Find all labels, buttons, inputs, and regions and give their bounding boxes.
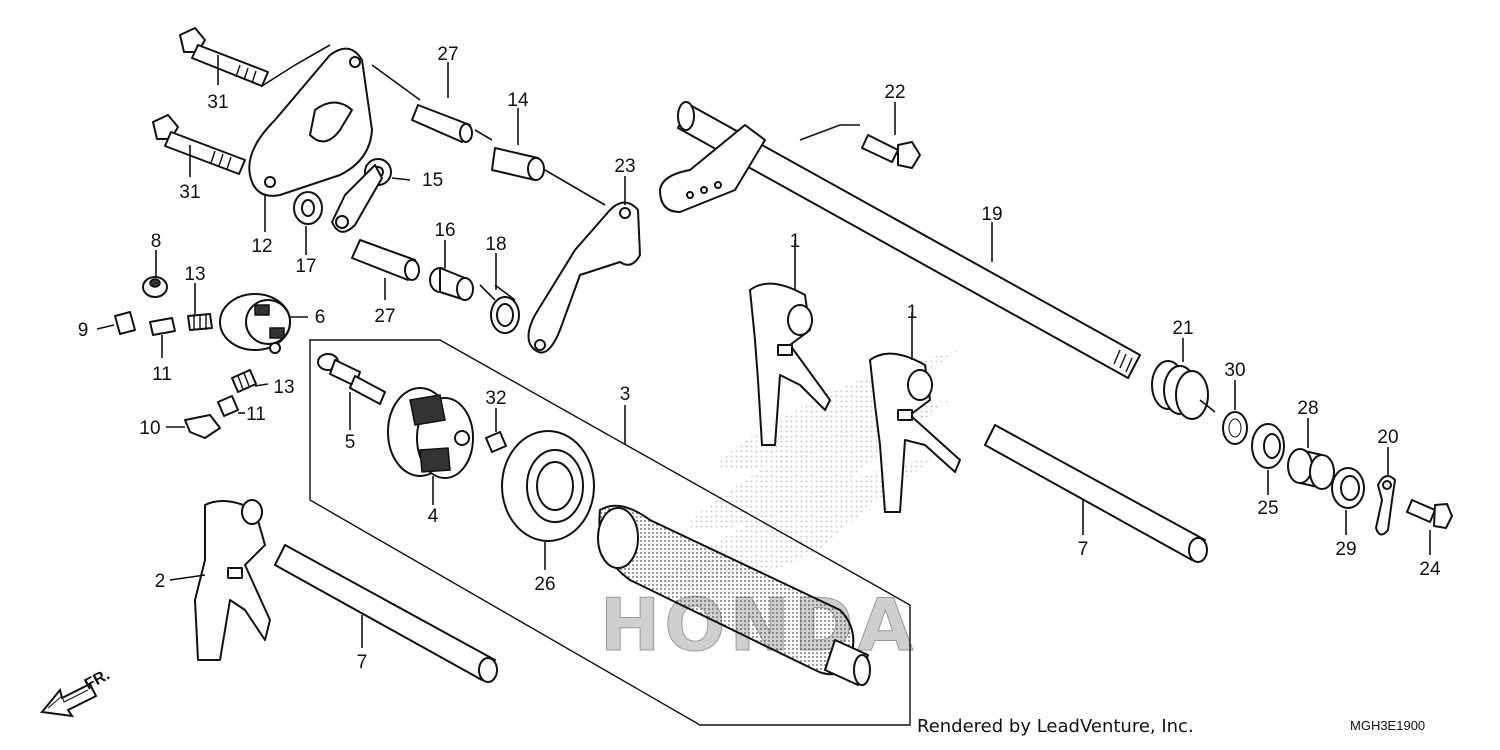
pin-32 bbox=[485, 431, 507, 453]
assembly-outline bbox=[309, 339, 911, 726]
fork-1-right bbox=[869, 352, 961, 513]
render-credit: Rendered by LeadVenture, Inc. bbox=[917, 716, 1194, 737]
label-4: 4 bbox=[428, 506, 439, 527]
shift-drum-3 bbox=[597, 504, 871, 686]
callout-labels: 31 31 27 14 15 12 17 16 18 27 23 8 13 9 … bbox=[78, 44, 1441, 673]
label-13-lower: 13 bbox=[273, 377, 294, 398]
label-28: 28 bbox=[1297, 398, 1318, 419]
label-7-lower: 7 bbox=[357, 652, 368, 673]
front-direction-arrow: FR. bbox=[40, 666, 113, 718]
shaft-7-right bbox=[984, 424, 1208, 563]
spring-13-upper bbox=[187, 313, 213, 331]
collar-16 bbox=[429, 267, 474, 301]
bearing-26 bbox=[501, 430, 595, 542]
spring-21 bbox=[1151, 360, 1216, 420]
bolt-31-upper bbox=[179, 27, 269, 87]
drum-center-6 bbox=[219, 293, 291, 354]
circlip-30 bbox=[1222, 411, 1248, 445]
arm-23 bbox=[527, 201, 641, 354]
label-19: 19 bbox=[981, 204, 1002, 225]
collar-27-lower bbox=[351, 239, 420, 281]
bolt-31-lower bbox=[152, 114, 246, 175]
plate-20 bbox=[1375, 475, 1396, 536]
label-17: 17 bbox=[295, 256, 316, 277]
label-10: 10 bbox=[139, 418, 160, 439]
label-21: 21 bbox=[1172, 318, 1193, 339]
nut-8 bbox=[142, 276, 168, 298]
label-1-left: 1 bbox=[790, 231, 801, 252]
stopper-arm-15 bbox=[331, 158, 392, 233]
label-23: 23 bbox=[614, 156, 635, 177]
label-27-lower: 27 bbox=[374, 306, 395, 327]
label-31-lower: 31 bbox=[179, 182, 200, 203]
label-27-upper: 27 bbox=[437, 44, 458, 65]
label-26: 26 bbox=[534, 574, 555, 595]
shaft-7-lower bbox=[274, 544, 498, 683]
bolt-5 bbox=[317, 353, 386, 405]
leader-lines bbox=[96, 44, 1431, 648]
pin-11-upper bbox=[149, 317, 176, 336]
label-30: 30 bbox=[1224, 360, 1245, 381]
drum-cam-4 bbox=[387, 387, 474, 479]
label-29: 29 bbox=[1335, 539, 1356, 560]
label-9: 9 bbox=[78, 320, 89, 341]
label-11-lower: 11 bbox=[246, 404, 266, 425]
part-9 bbox=[114, 311, 136, 335]
fork-1-left bbox=[749, 282, 831, 446]
pin-11-lower bbox=[217, 395, 239, 417]
diagram-code: MGH3E1900 bbox=[1350, 718, 1425, 733]
label-15: 15 bbox=[422, 170, 443, 191]
collar-27-upper bbox=[411, 104, 473, 143]
label-18: 18 bbox=[485, 234, 506, 255]
bolt-24 bbox=[1406, 499, 1453, 529]
label-16: 16 bbox=[434, 220, 455, 241]
label-5: 5 bbox=[345, 432, 356, 453]
label-2: 2 bbox=[155, 571, 166, 592]
label-8: 8 bbox=[151, 231, 162, 252]
spring-13-lower bbox=[231, 369, 257, 393]
fork-2 bbox=[194, 499, 271, 661]
label-11-upper: 11 bbox=[152, 364, 172, 385]
label-1-right: 1 bbox=[907, 302, 918, 323]
label-6: 6 bbox=[315, 307, 326, 328]
collar-14 bbox=[491, 147, 545, 181]
label-31-upper: 31 bbox=[207, 92, 228, 113]
label-12: 12 bbox=[251, 236, 272, 257]
part-10 bbox=[184, 414, 221, 439]
washer-25 bbox=[1251, 423, 1285, 469]
label-22: 22 bbox=[884, 82, 905, 103]
plate-12 bbox=[248, 47, 373, 197]
spring-18 bbox=[479, 284, 520, 334]
label-20: 20 bbox=[1377, 427, 1398, 448]
oil-seal-29 bbox=[1331, 467, 1365, 509]
label-32: 32 bbox=[485, 388, 506, 409]
label-25: 25 bbox=[1257, 498, 1278, 519]
label-14: 14 bbox=[507, 90, 529, 111]
label-7-right: 7 bbox=[1078, 539, 1089, 560]
label-13-upper: 13 bbox=[184, 264, 205, 285]
label-24: 24 bbox=[1419, 559, 1441, 580]
needle-bearing-28 bbox=[1287, 448, 1335, 490]
bolt-22 bbox=[861, 134, 921, 169]
label-3: 3 bbox=[620, 384, 631, 405]
shift-spindle-19 bbox=[659, 101, 1141, 379]
